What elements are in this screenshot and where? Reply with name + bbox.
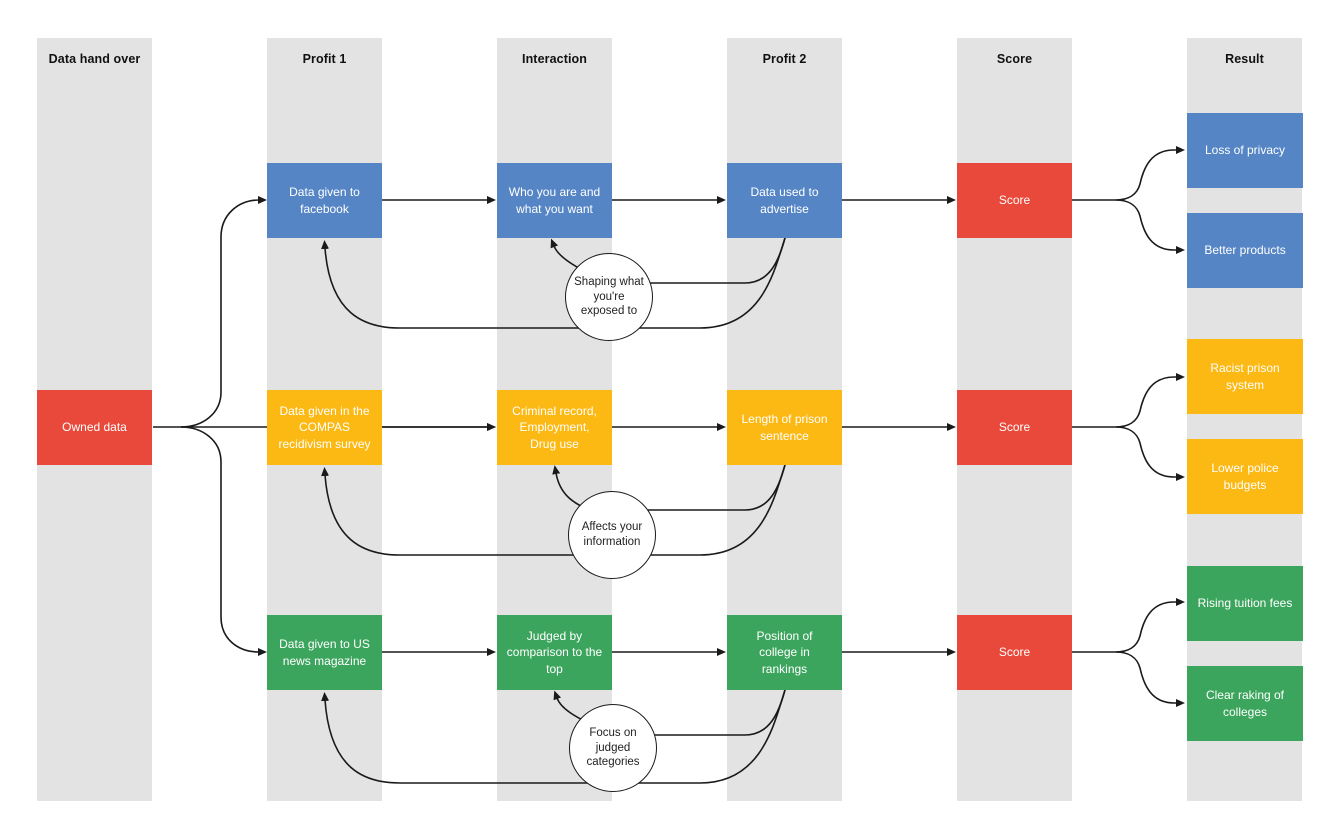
edge-profit2-to-profit1-feedback-compas	[321, 464, 786, 556]
node-result-racist-prison-system: Racist prison system	[1187, 339, 1303, 414]
column-header-data-hand-over: Data hand over	[48, 52, 141, 66]
edge-owned-to-profit1-facebook	[180, 196, 267, 428]
edge-profit2-to-profit1-feedback-college	[321, 689, 786, 784]
edge-profit2-to-profit1-feedback-facebook	[321, 237, 786, 329]
edge-score-to-result2-facebook	[1115, 199, 1185, 254]
node-result-rising-tuition-fees: Rising tuition fees	[1187, 566, 1303, 641]
node-profit2-compas: Length of prison sentence	[727, 390, 842, 465]
node-interaction-facebook: Who you are and what you want	[497, 163, 612, 238]
node-result-clear-raking-of-colleges: Clear raking of colleges	[1187, 666, 1303, 741]
node-profit1-facebook: Data given to facebook	[267, 163, 382, 238]
column-header-score: Score	[996, 52, 1033, 66]
node-interaction-compas: Criminal record, Employment, Drug use	[497, 390, 612, 465]
node-score-college: Score	[957, 615, 1072, 690]
loop-node-compas: Affects your information	[568, 491, 656, 579]
node-score-compas: Score	[957, 390, 1072, 465]
edge-score-to-result1-college	[1115, 598, 1185, 653]
edge-score-to-result2-compas	[1115, 426, 1185, 481]
column-header-result: Result	[1225, 52, 1264, 66]
node-owned-data: Owned data	[37, 390, 152, 465]
node-profit2-college: Position of college in rankings	[727, 615, 842, 690]
node-profit1-compas: Data given in the COMPAS recidivism surv…	[267, 390, 382, 465]
column-header-profit-1: Profit 1	[302, 52, 347, 66]
node-interaction-college: Judged by comparison to the top	[497, 615, 612, 690]
loop-node-college: Focus on judged categories	[569, 704, 657, 792]
column-header-profit-2: Profit 2	[762, 52, 807, 66]
edge-score-to-result1-compas	[1115, 373, 1185, 428]
node-profit1-college: Data given to US news magazine	[267, 615, 382, 690]
node-result-lower-police-budgets: Lower police budgets	[1187, 439, 1303, 514]
edge-score-to-result1-facebook	[1115, 146, 1185, 201]
loop-node-facebook: Shaping what you're exposed to	[565, 253, 653, 341]
node-profit2-facebook: Data used to advertise	[727, 163, 842, 238]
node-result-better-products: Better products	[1187, 213, 1303, 288]
edge-score-to-result2-college	[1115, 651, 1185, 707]
node-result-loss-of-privacy: Loss of privacy	[1187, 113, 1303, 188]
column-header-interaction: Interaction	[522, 52, 587, 66]
edge-owned-to-profit1-college	[180, 426, 267, 656]
node-score-facebook: Score	[957, 163, 1072, 238]
